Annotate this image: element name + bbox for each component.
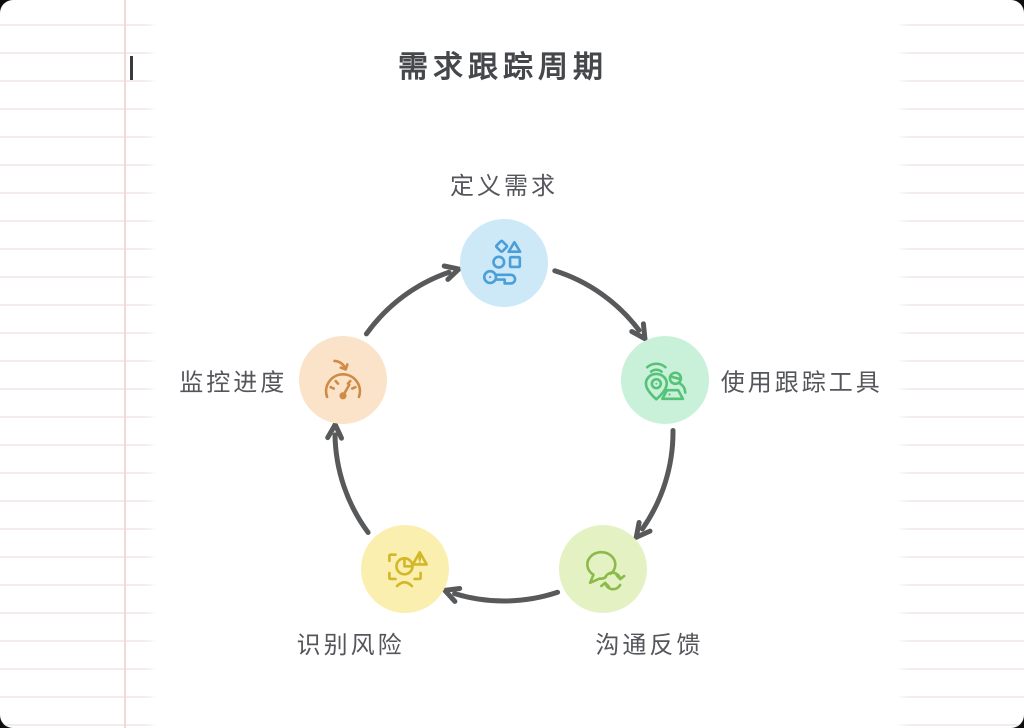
cycle-node[interactable] [620,335,709,424]
chat-refresh-icon [586,550,626,591]
cycle-node-label: 识别风险 [296,632,405,659]
text-caret [130,56,133,80]
diagram-title: 需求跟踪周期 [398,51,608,84]
cycle-node-label: 沟通反馈 [595,632,704,659]
diagram-canvas [157,0,897,728]
cycle-node[interactable] [299,335,388,424]
risk-scan-icon [387,550,428,588]
cycle-node[interactable] [360,524,449,613]
gauge-icon [325,359,362,400]
location-tracking-icon [644,362,687,401]
paper-margin-line [124,0,126,728]
cycle-node-label: 定义需求 [450,174,558,200]
cycle-node[interactable] [460,219,548,307]
cycle-node[interactable] [559,524,648,613]
shapes-key-icon [482,239,522,285]
cycle-node-label: 使用跟踪工具 [720,370,883,397]
cycle-node-label: 监控进度 [179,370,288,397]
